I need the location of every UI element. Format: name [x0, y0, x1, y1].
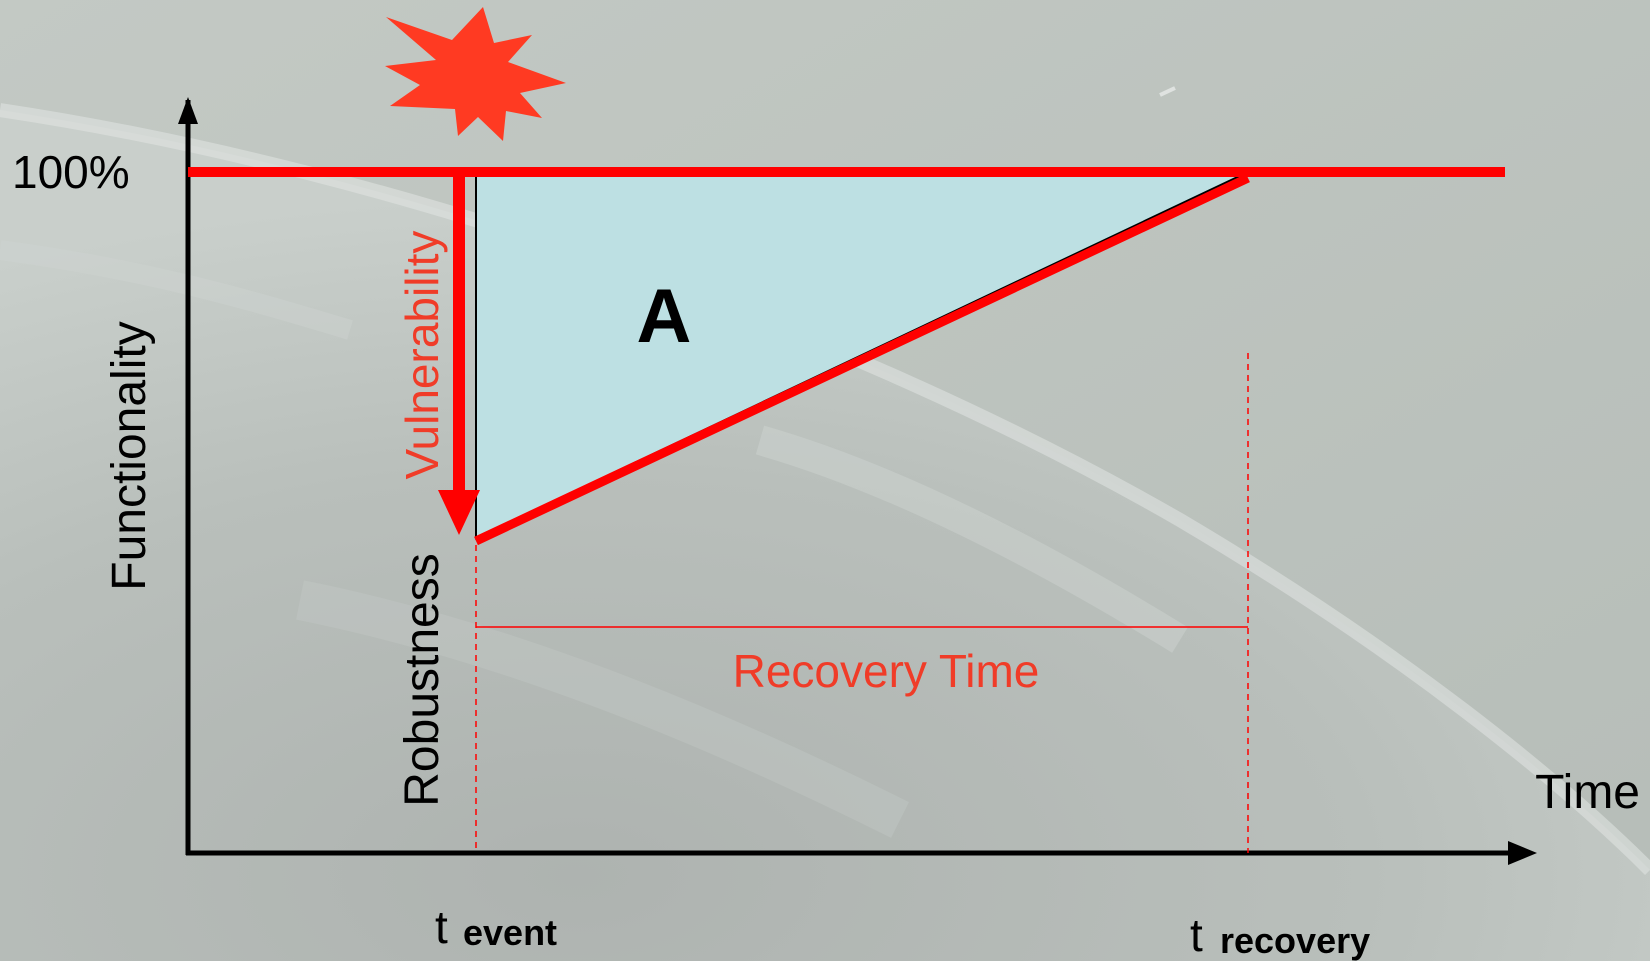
y-axis-arrowhead: [178, 97, 198, 124]
t-event-t: t: [435, 901, 448, 953]
y-axis-label: Functionality: [103, 321, 156, 590]
t-recovery-t: t: [1190, 909, 1203, 961]
robustness-label: Robustness: [396, 553, 449, 806]
x-axis-arrowhead: [1508, 841, 1537, 865]
t-recovery-subscript: recovery: [1220, 920, 1370, 961]
area-label: A: [637, 274, 692, 359]
t-event-subscript: event: [463, 912, 557, 953]
x-axis-label: Time: [1535, 766, 1640, 819]
explosion-burst-icon: [385, 7, 566, 141]
recovery-time-label: Recovery Time: [733, 645, 1040, 697]
recovery-slope-line: [474, 173, 1250, 546]
level-100-label: 100%: [12, 146, 130, 198]
down-arrow-icon: [438, 490, 480, 535]
vulnerability-label: Vulnerability: [396, 231, 448, 480]
